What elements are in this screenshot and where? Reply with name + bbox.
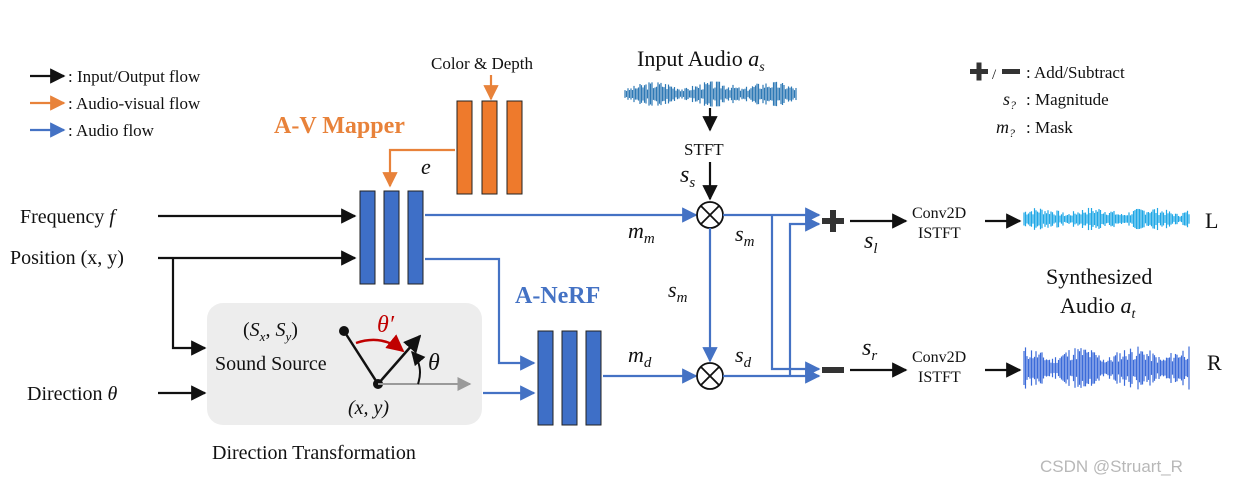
conv-top-left: Conv2D: [912, 205, 966, 222]
synthesized-audio-label: Audio at: [1060, 293, 1137, 322]
legend: : Input/Output flow : Audio-visual flow …: [30, 67, 201, 140]
anerf: A-NeRF: [425, 257, 602, 426]
main-block-1: [359, 190, 376, 285]
right-waveform: [1023, 346, 1190, 390]
ss-label: ss: [680, 162, 695, 191]
legend-magnitude-symbol: s?: [1003, 89, 1016, 112]
sm-mid-label: sm: [668, 277, 688, 306]
legend-audio-label: : Audio flow: [68, 121, 155, 140]
legend-add-sub-label: : Add/Subtract: [1026, 63, 1125, 82]
sound-source-label: Sound Source: [215, 353, 327, 375]
plus-icon: [970, 62, 988, 81]
main-block-2: [383, 190, 400, 285]
watermark: CSDN @Struart_R: [1040, 457, 1183, 476]
av-mapper-block-1: [456, 100, 473, 195]
e-label: e: [421, 154, 431, 179]
conv-bottom-left: ISTFT: [918, 225, 961, 242]
color-depth-label: Color & Depth: [431, 54, 533, 73]
theta-arc: [411, 350, 426, 385]
theta-prime-label: θ′: [377, 312, 395, 338]
legend-symbols: / : Add/Subtract s? : Magnitude m? : Mas…: [970, 62, 1125, 140]
outputs: sl sr Conv2D ISTFT Conv2D ISTFT L R Synt…: [822, 205, 1222, 390]
direction-transformation: (Sx, Sy) Sound Source θ′ θ (x, y) Direct…: [207, 303, 482, 464]
theta-label: θ: [428, 350, 440, 376]
anerf-block-1: [537, 330, 554, 426]
synthesized-label: Synthesized: [1046, 264, 1152, 289]
main-to-anerf-arrow: [425, 257, 536, 371]
av-mapper-title: A-V Mapper: [274, 113, 405, 139]
legend-mask-symbol: m?: [996, 117, 1015, 140]
av-mapper-block-3: [506, 100, 523, 195]
main-network: [359, 190, 424, 285]
left-channel-label: L: [1205, 208, 1218, 233]
conv-bottom-right: ISTFT: [918, 369, 961, 386]
xy-label: (x, y): [348, 397, 389, 419]
mm-label: mm: [628, 218, 655, 247]
sl-label: sl: [864, 228, 878, 257]
left-waveform: [1023, 207, 1190, 231]
sm-label: sm: [735, 221, 755, 250]
inputs: Frequency f Position (x, y) Direction θ: [10, 206, 357, 405]
input-audio-label: Input Audio as: [637, 46, 765, 75]
frequency-label: Frequency f: [20, 206, 117, 228]
right-channel-label: R: [1207, 350, 1222, 375]
sd-to-plus-arrow: [788, 216, 821, 376]
sr-label: sr: [862, 335, 877, 364]
main-block-3: [407, 190, 424, 285]
md-label: md: [628, 342, 652, 371]
position-to-direction-arrow: [171, 258, 207, 356]
minus-icon: [1002, 69, 1020, 74]
multiply-node-icon: [696, 201, 724, 229]
audio-flows: mm md sm sm sd: [425, 201, 821, 390]
legend-add-sub-separator: /: [992, 67, 997, 83]
av-mapper-block-2: [481, 100, 498, 195]
anerf-title: A-NeRF: [515, 283, 600, 309]
source-line: [342, 330, 380, 385]
legend-io-label: : Input/Output flow: [68, 67, 201, 86]
multiply-node-icon: [696, 362, 724, 390]
position-label: Position (x, y): [10, 247, 124, 269]
input-waveform: [624, 81, 797, 107]
direction-caption: Direction Transformation: [212, 442, 416, 464]
conv-top-right: Conv2D: [912, 349, 966, 366]
stft-label: STFT: [684, 140, 724, 159]
direction-label: Direction θ: [27, 383, 118, 405]
legend-mask-label: : Mask: [1026, 118, 1073, 137]
legend-magnitude-label: : Magnitude: [1026, 90, 1109, 109]
plus-icon: [822, 210, 844, 232]
sd-label: sd: [735, 342, 752, 371]
sm-to-minus-arrow: [770, 215, 821, 377]
av-mapper: Color & Depth A-V Mapper e: [274, 54, 533, 195]
direction-vector-icon: [377, 334, 422, 385]
anerf-block-2: [561, 330, 578, 426]
anerf-block-3: [585, 330, 602, 426]
theta-prime-arc: [355, 334, 405, 353]
minus-icon: [822, 367, 844, 373]
legend-av-label: : Audio-visual flow: [68, 94, 201, 113]
e-arrow: [382, 148, 455, 188]
direction-box: [207, 303, 482, 425]
audio-input: Input Audio as STFT ss: [624, 46, 797, 201]
